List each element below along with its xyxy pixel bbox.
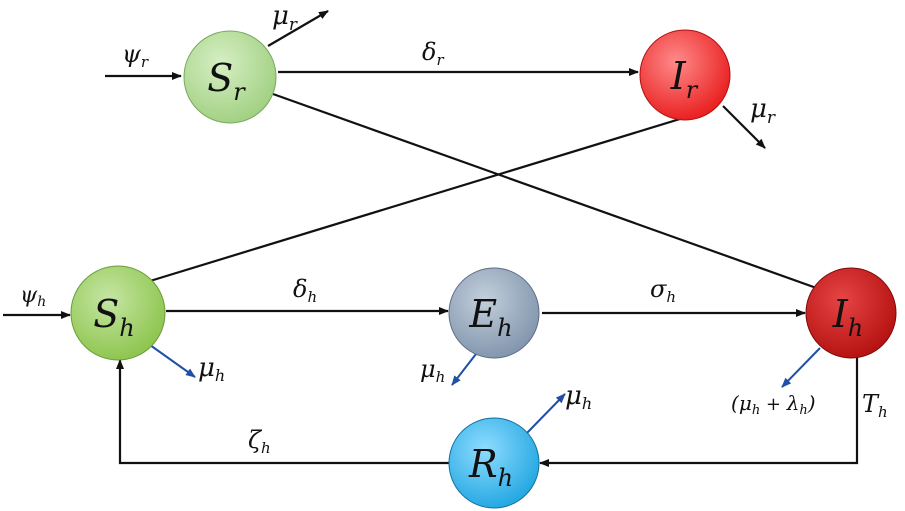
node-Sh-main: S — [93, 292, 119, 336]
label-mu-lambda-h: (μh + λh) — [731, 391, 816, 418]
sr-ih-link — [272, 92, 823, 292]
node-Sh-sub: h — [119, 314, 134, 342]
node-Eh-sub: h — [497, 314, 512, 342]
node-Eh-main: E — [468, 292, 497, 336]
label-delta-r: δr — [422, 38, 444, 69]
svg-text:Sr: Sr — [207, 56, 246, 106]
svg-text:Rh: Rh — [468, 442, 513, 492]
mu-lambda-h-arrow — [781, 347, 821, 388]
node-Sr-main: S — [207, 56, 233, 100]
node-Ih-main: I — [832, 292, 849, 336]
node-Ih-sub: h — [848, 314, 863, 342]
mu-h-eh-arrow — [451, 353, 477, 386]
label-psi-h: ψh — [20, 283, 46, 310]
node-Rh-sub: h — [498, 464, 513, 492]
label-mu-h-r: μh — [565, 381, 592, 413]
label-mu-h-s: μh — [198, 353, 225, 385]
label-tau-h: Th — [862, 390, 888, 421]
node-Sh: Sh — [70, 265, 166, 361]
zeta-h-arrow — [116, 359, 450, 465]
label-mu-r-top: μr — [272, 1, 298, 35]
mu-h-rh-arrow — [524, 393, 566, 436]
label-delta-h: δh — [293, 275, 317, 306]
node-Ir: Ir — [639, 29, 731, 121]
tau-h-arrow — [539, 357, 859, 467]
svg-text:Ih: Ih — [832, 292, 863, 342]
node-Rh-main: R — [468, 442, 498, 486]
node-Ir-sub: r — [686, 76, 699, 104]
node-Sr: Sr — [183, 30, 277, 124]
label-zeta-h: ζh — [248, 426, 271, 457]
label-sigma-h: σh — [650, 275, 676, 306]
label-psi-r: ψr — [122, 40, 149, 71]
mu-h-sh-arrow — [149, 344, 196, 378]
node-Rh: Rh — [448, 417, 540, 509]
node-Eh: Eh — [448, 267, 540, 359]
svg-text:Eh: Eh — [468, 292, 512, 342]
label-mu-h-e: μh — [420, 355, 445, 386]
mu-r-top-arrow — [267, 10, 329, 47]
node-Ir-main: I — [670, 54, 687, 98]
label-mu-r-right: μr — [750, 94, 776, 128]
node-Sr-sub: r — [233, 78, 246, 106]
ir-sh-link — [149, 113, 694, 283]
node-Ih: Ih — [805, 267, 897, 359]
mu-r-right-arrow — [722, 105, 766, 149]
svg-text:Ir: Ir — [670, 54, 699, 104]
svg-text:Sh: Sh — [93, 292, 135, 342]
